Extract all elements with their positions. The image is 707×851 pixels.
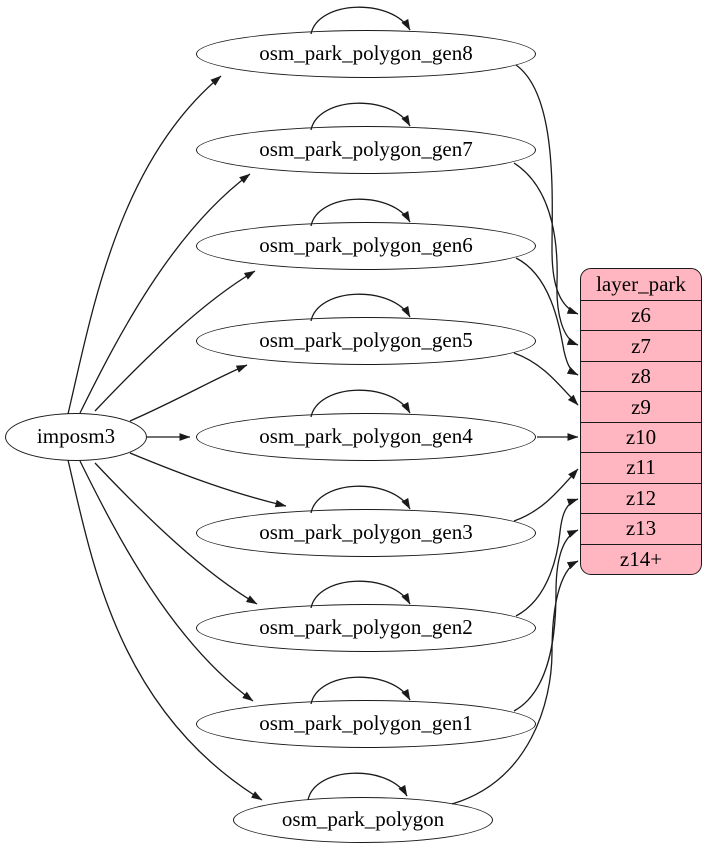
layer-row-z6: z6 <box>581 300 701 330</box>
layer-row-z13: z13 <box>581 513 701 543</box>
node-label: osm_park_polygon_gen4 <box>259 423 473 448</box>
node-osm_park_polygon: osm_park_polygon <box>233 797 493 843</box>
edge-imposm3-osm_park_polygon_gen1 <box>79 460 254 702</box>
node-osm_park_polygon_gen1: osm_park_polygon_gen1 <box>196 700 536 748</box>
edge-imposm3-osm_park_polygon_gen3 <box>129 452 287 508</box>
node-label: osm_park_polygon_gen3 <box>259 519 473 544</box>
edge-imposm3-osm_park_polygon_gen7 <box>79 173 251 414</box>
layer-row-z14+: z14+ <box>581 543 701 574</box>
node-osm_park_polygon_gen7: osm_park_polygon_gen7 <box>196 126 536 174</box>
node-osm_park_polygon_gen3: osm_park_polygon_gen3 <box>196 509 536 557</box>
edge-osm_park_polygon_gen5-layer_park-z9 <box>513 352 579 406</box>
node-label: osm_park_polygon_gen7 <box>259 136 473 161</box>
layer-row-z8: z8 <box>581 360 701 391</box>
layer-row-z11: z11 <box>581 452 701 482</box>
node-label: osm_park_polygon_gen8 <box>259 40 473 65</box>
node-label: imposm3 <box>36 423 116 448</box>
edge-osm_park_polygon_gen6-layer_park-z8 <box>515 257 579 376</box>
edge-osm_park_polygon-layer_park-z14- <box>451 560 579 805</box>
edge-osm_park_polygon-osm_park_polygon <box>307 772 408 801</box>
node-imposm3: imposm3 <box>5 413 147 461</box>
edge-osm_park_polygon_gen3-layer_park-z11 <box>513 468 579 522</box>
layer-table-header: layer_park <box>596 272 686 296</box>
layer-row-z10: z10 <box>581 421 701 452</box>
node-label: osm_park_polygon_gen6 <box>259 232 473 257</box>
layer-row-z7: z7 <box>581 330 701 360</box>
layer-row-z12: z12 <box>581 482 701 513</box>
node-osm_park_polygon_gen6: osm_park_polygon_gen6 <box>196 222 536 270</box>
node-label: osm_park_polygon_gen2 <box>259 614 473 639</box>
node-osm_park_polygon_gen8: osm_park_polygon_gen8 <box>196 30 536 78</box>
node-label: osm_park_polygon <box>281 806 445 831</box>
node-osm_park_polygon_gen4: osm_park_polygon_gen4 <box>196 413 536 461</box>
layer-row-z9: z9 <box>581 391 701 421</box>
node-osm_park_polygon_gen2: osm_park_polygon_gen2 <box>196 604 536 652</box>
edge-osm_park_polygon_gen2-layer_park-z12 <box>515 498 579 617</box>
node-label: osm_park_polygon_gen1 <box>259 710 473 735</box>
node-osm_park_polygon_gen5: osm_park_polygon_gen5 <box>196 317 536 365</box>
node-label: osm_park_polygon_gen5 <box>259 327 473 352</box>
edge-osm_park_polygon_gen8-layer_park-z6 <box>515 64 579 315</box>
edge-imposm3-osm_park_polygon_gen5 <box>129 364 248 422</box>
